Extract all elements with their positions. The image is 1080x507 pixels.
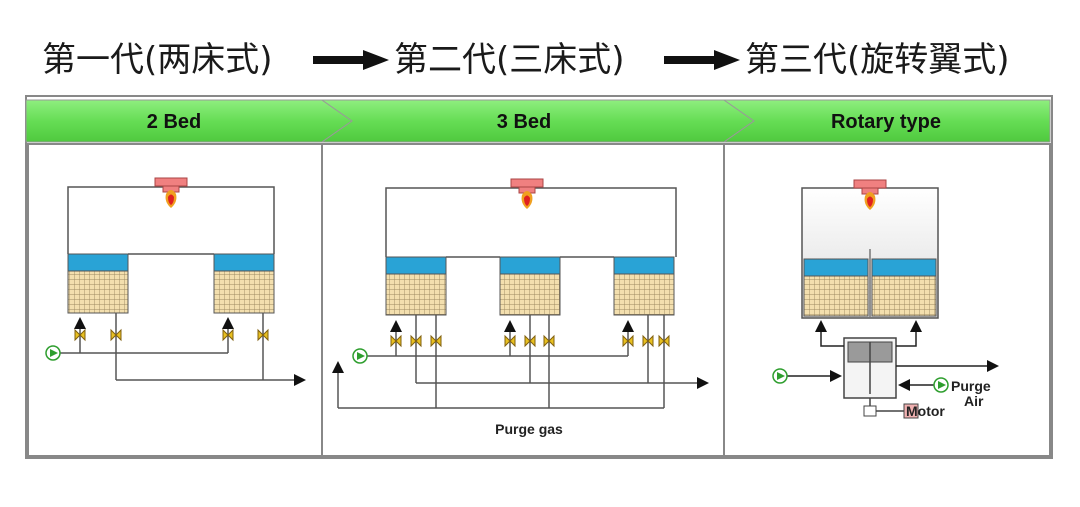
rotor-bed-left — [803, 258, 869, 317]
rotor-bed-right — [871, 258, 937, 317]
generation-title-row: 第一代(两床式) 第二代(三床式) 第三代(旋转翼式) — [0, 30, 1080, 90]
arrow-right-icon — [664, 50, 740, 70]
rto-diagram: 2 Bed 3 Bed Rotary type — [25, 95, 1053, 459]
motor-icon — [863, 403, 919, 419]
bed-right — [213, 253, 275, 314]
rotary-valve — [843, 337, 897, 406]
panel-header-rotary: Rotary type — [831, 111, 941, 133]
three-bed-system: Purge gas — [332, 178, 709, 437]
generation-2-label: 第二代(三床式) — [394, 40, 625, 80]
panel-header-2bed: 2 Bed — [147, 111, 201, 133]
air-label: Air — [964, 393, 984, 409]
panel-header-3bed: 3 Bed — [497, 111, 551, 133]
pump-icon — [772, 368, 788, 384]
rotary-system: Purge Air Motor — [772, 179, 999, 419]
bed-3 — [613, 256, 675, 316]
bed-left — [67, 253, 129, 314]
purge-label: Purge — [951, 378, 991, 394]
panel-headers: 2 Bed 3 Bed Rotary type — [25, 99, 1051, 143]
purge-gas-caption: Purge gas — [495, 421, 563, 437]
pump-icon — [45, 345, 61, 361]
generation-1-label: 第一代(两床式) — [42, 40, 273, 80]
two-bed-system — [45, 177, 306, 386]
generation-3-label: 第三代(旋转翼式) — [745, 40, 1010, 80]
motor-label: Motor — [906, 403, 945, 419]
arrow-right-icon — [313, 50, 389, 70]
header-tab-rotary — [722, 99, 1051, 143]
bed-2 — [499, 256, 561, 316]
pump-icon — [933, 377, 949, 393]
pump-icon — [352, 348, 368, 364]
diagram-frame — [25, 95, 1053, 459]
bed-1 — [385, 256, 447, 316]
